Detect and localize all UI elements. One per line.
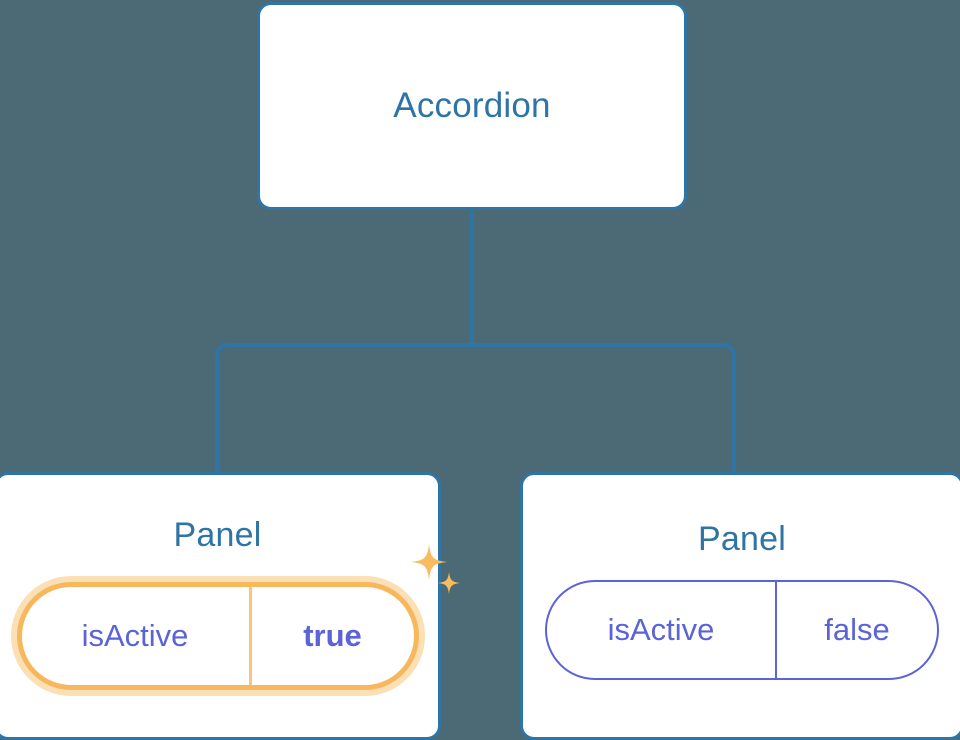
prop-pill-isactive-true[interactable]: isActive true bbox=[16, 582, 419, 691]
prop-pill-isactive-false[interactable]: isActive false bbox=[545, 580, 939, 681]
tree-node-panel-inactive[interactable]: Panel isActive false bbox=[520, 472, 960, 740]
prop-pill-wrap: isActive false bbox=[545, 580, 939, 681]
connector-bus-left bbox=[215, 343, 472, 472]
node-title: Panel bbox=[173, 516, 262, 554]
connector-bus-right bbox=[472, 343, 736, 472]
prop-value: true bbox=[303, 618, 362, 654]
node-title: Panel bbox=[698, 520, 786, 558]
prop-pill-highlight-ring: isActive true bbox=[10, 544, 460, 697]
sparkle-small-icon bbox=[437, 572, 460, 595]
sparkle-large-icon bbox=[410, 544, 447, 581]
tree-node-panel-active[interactable]: Panel isActive true bbox=[0, 472, 460, 740]
node-title: Accordion bbox=[393, 85, 551, 125]
prop-value: false bbox=[824, 612, 890, 648]
prop-key: isActive bbox=[22, 587, 252, 686]
prop-key: isActive bbox=[547, 582, 777, 679]
tree-node-accordion[interactable]: Accordion bbox=[257, 2, 687, 210]
sparkles-icon bbox=[410, 544, 460, 595]
